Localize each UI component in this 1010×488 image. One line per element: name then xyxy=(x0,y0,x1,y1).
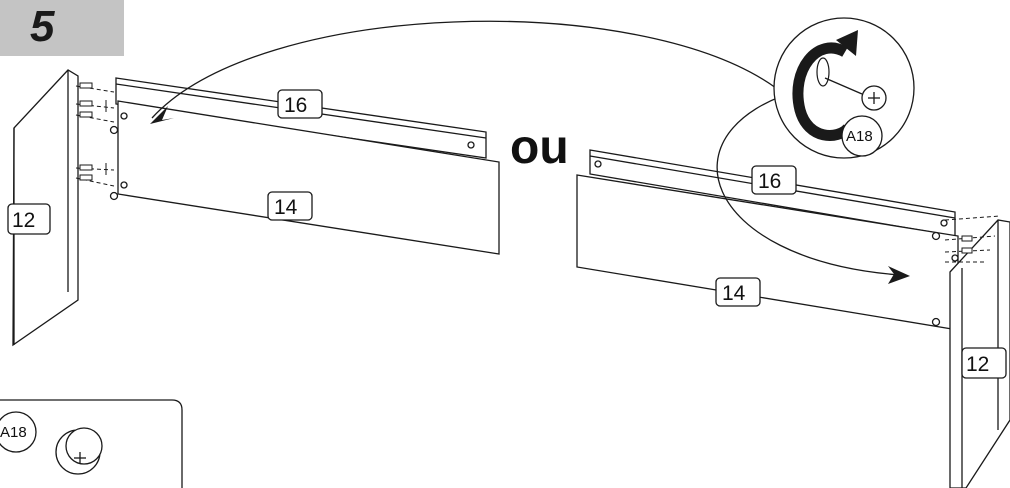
fitting-code-detail: A18 xyxy=(846,128,873,145)
arrowhead-left xyxy=(150,106,174,124)
label-left-16: 16 xyxy=(284,94,307,117)
label-right-12: 12 xyxy=(966,353,989,376)
rotate-icon xyxy=(792,42,853,141)
left-front-panel xyxy=(109,100,500,255)
label-box-left-14 xyxy=(267,191,313,221)
label-box-left-16 xyxy=(277,89,323,119)
label-box-right-14 xyxy=(715,277,761,307)
label-left-12: 12 xyxy=(12,209,35,232)
label-right-16: 16 xyxy=(758,170,781,193)
label-right-14: 14 xyxy=(722,282,746,305)
arrowhead-right xyxy=(888,266,910,284)
label-box-left-12 xyxy=(7,203,51,235)
or-separator: ou xyxy=(510,121,569,174)
fitting-code-legend: A18 xyxy=(0,424,27,441)
label-box-right-12 xyxy=(961,347,1007,379)
label-box-right-16 xyxy=(751,165,797,195)
label-left-14: 14 xyxy=(274,196,298,219)
detail-circle xyxy=(773,17,915,159)
step-number-box: 5 xyxy=(0,0,124,56)
left-dowels xyxy=(75,82,115,187)
curved-arrow-left xyxy=(151,20,777,119)
curved-arrow-right xyxy=(716,89,901,276)
fitting-legend-box xyxy=(0,399,183,488)
step-number: 5 xyxy=(30,2,55,51)
right-dowels xyxy=(944,215,1001,263)
